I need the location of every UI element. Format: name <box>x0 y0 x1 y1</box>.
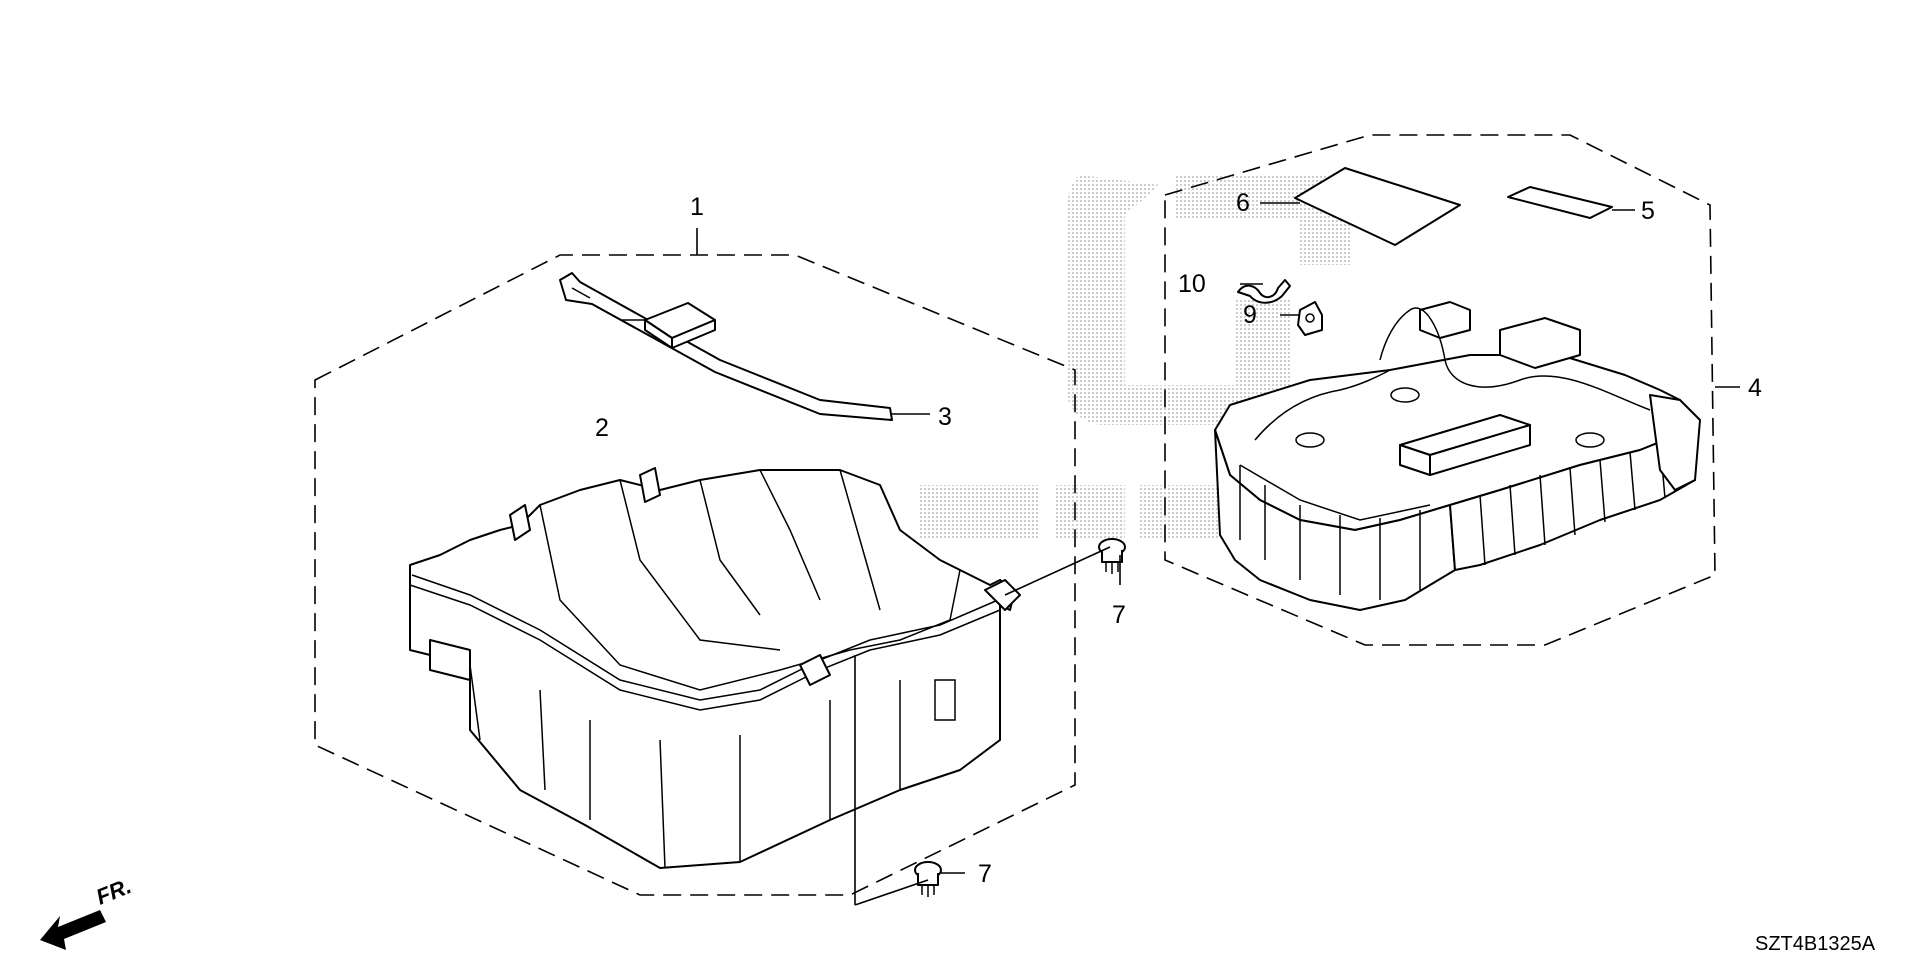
callout-2: 2 <box>595 414 609 442</box>
callout-6: 6 <box>1236 189 1250 217</box>
part-label-small <box>1507 186 1613 219</box>
part-label-large <box>1294 167 1461 246</box>
part-clip-lower <box>914 861 942 897</box>
callout-4: 4 <box>1748 374 1762 402</box>
leader-lines <box>622 202 1740 906</box>
callout-10: 10 <box>1178 270 1206 298</box>
diagram-code: SZT4B1325A <box>1755 933 1876 955</box>
callout-7-upper: 7 <box>1112 601 1126 629</box>
part-harness <box>1237 279 1291 304</box>
callout-7-lower: 7 <box>978 860 992 888</box>
front-direction-arrow <box>40 910 106 950</box>
group-outline-tray <box>314 254 1076 896</box>
front-direction-label: FR. <box>93 873 135 909</box>
callout-9: 9 <box>1243 301 1257 329</box>
part-clip-upper <box>1098 538 1126 574</box>
callout-3: 3 <box>938 403 952 431</box>
callout-5: 5 <box>1641 197 1655 225</box>
part-pad <box>644 302 716 349</box>
part-battery-module <box>1214 301 1701 611</box>
part-strip <box>559 272 893 421</box>
part-battery-tray <box>409 467 1021 869</box>
group-outline-module <box>1164 134 1716 646</box>
part-clip-small <box>1297 301 1323 336</box>
callout-1: 1 <box>690 193 704 221</box>
